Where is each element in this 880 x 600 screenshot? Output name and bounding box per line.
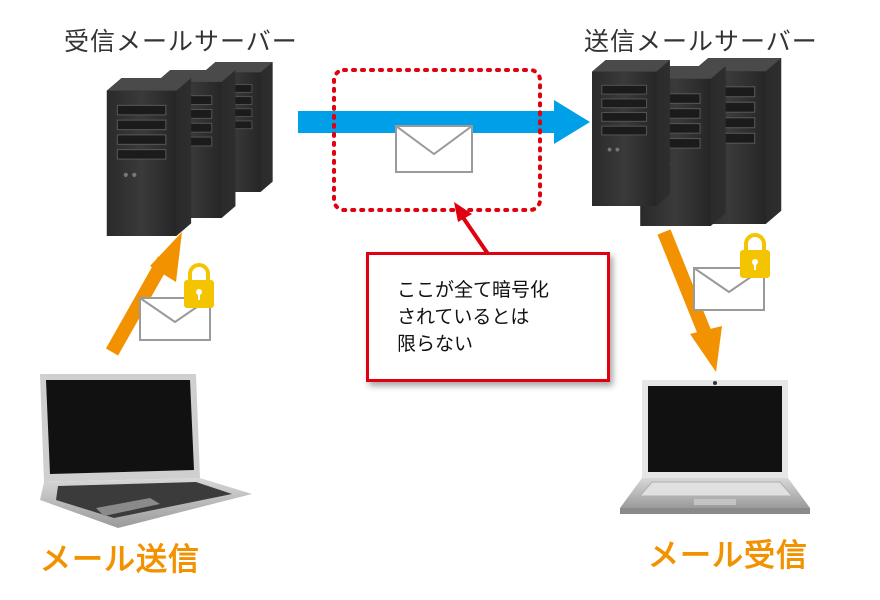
- callout-text: ここが全て暗号化 されているとは 限らない: [397, 277, 549, 358]
- send-arrow: [105, 232, 182, 356]
- callout-line: 限らない: [397, 333, 474, 355]
- lock-icon: [184, 263, 214, 308]
- callout-pointer-arrow: [454, 202, 490, 256]
- unencrypted-region-outline: [332, 68, 542, 212]
- callout-line: されているとは: [397, 306, 530, 328]
- receive-label: メール受信: [648, 538, 808, 574]
- receiving-server-label: 受信メールサーバー: [64, 27, 298, 56]
- sending-server-label: 送信メールサーバー: [584, 27, 818, 56]
- send-label: メール送信: [40, 542, 200, 578]
- lock-icon: [740, 233, 770, 278]
- receiving-server-icon: [106, 62, 274, 236]
- receive-arrow: [657, 229, 722, 372]
- envelope-icon: [395, 125, 473, 173]
- callout-box: ここが全て暗号化 されているとは 限らない: [366, 252, 610, 382]
- transfer-arrow: [298, 100, 590, 144]
- locked-envelope-right: [693, 233, 770, 311]
- receiver-laptop-icon: [620, 380, 810, 514]
- callout-line: ここが全て暗号化: [397, 279, 550, 301]
- sender-laptop-icon: [40, 374, 252, 528]
- locked-envelope-left: [139, 263, 214, 341]
- sending-server-icon: [591, 58, 782, 226]
